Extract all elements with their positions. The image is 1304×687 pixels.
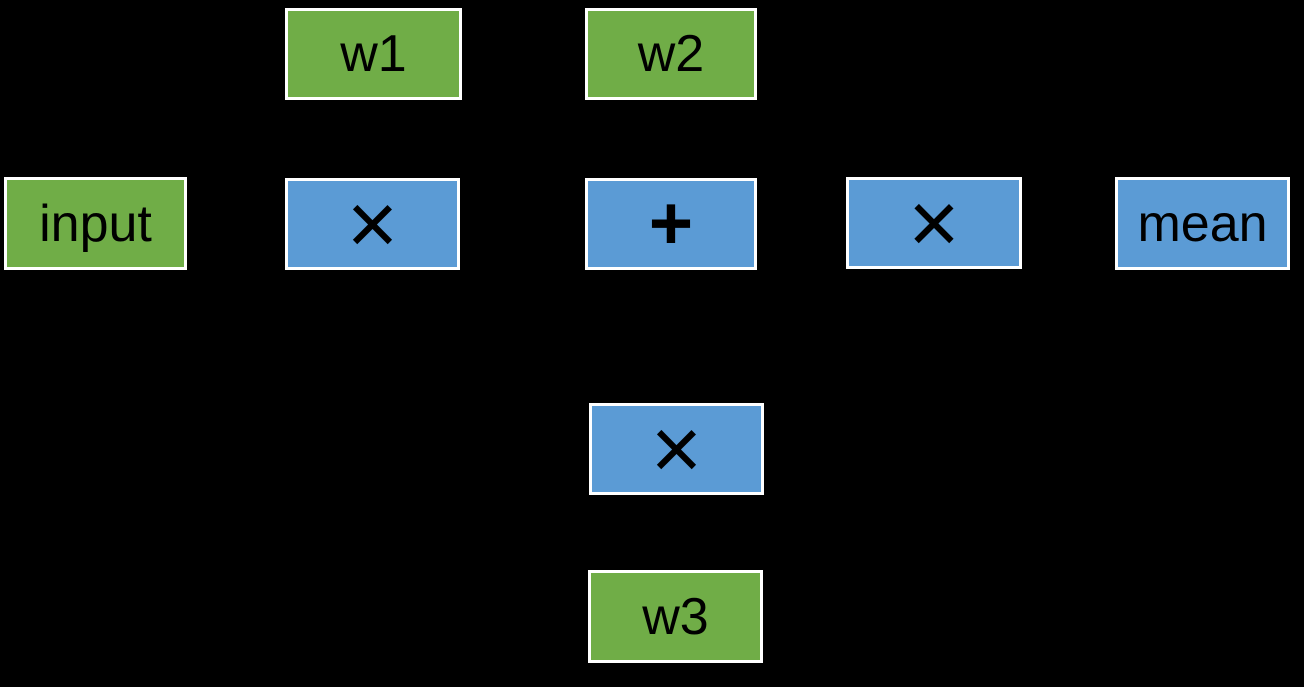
node-mean-label: mean [1137,194,1268,253]
node-input: input [4,177,187,270]
node-mean: mean [1115,177,1290,270]
node-multiply-1: × [285,178,460,270]
node-w2-label: w2 [637,25,705,83]
multiply-icon: × [650,399,703,498]
node-add: + [585,178,757,270]
node-w1: w1 [285,8,462,100]
multiply-icon: × [346,174,399,273]
node-w3-label: w3 [642,587,709,646]
multiply-icon: × [908,173,960,272]
node-multiply-3: × [589,403,764,495]
node-multiply-2: × [846,177,1022,269]
node-w1-label: w1 [340,25,407,83]
node-input-label: input [39,194,152,253]
plus-icon: + [648,181,694,266]
node-w2: w2 [585,8,757,100]
node-w3: w3 [588,570,763,663]
